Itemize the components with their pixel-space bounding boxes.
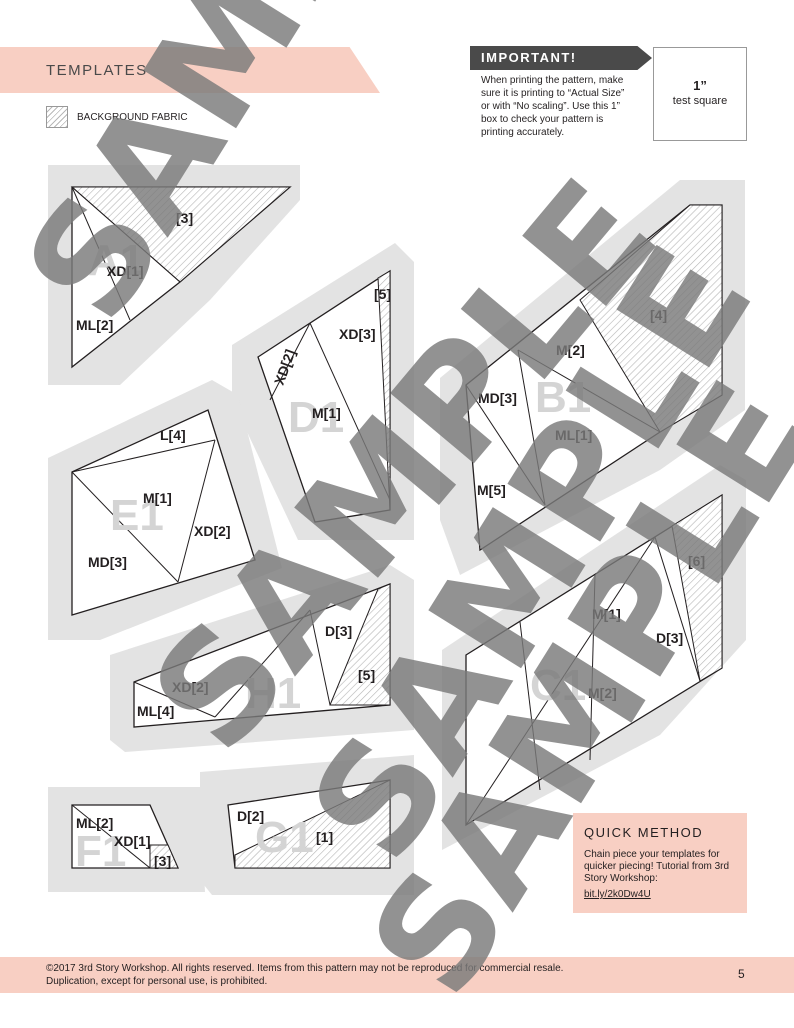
quick-method-title: QUICK METHOD — [584, 825, 704, 840]
template-b1-piece: MD[3] — [478, 390, 517, 406]
template-b1-label: B1 — [535, 373, 591, 422]
template-e1-piece: L[4] — [160, 427, 186, 443]
footer-copyright: ©2017 3rd Story Workshop. All rights res… — [46, 963, 564, 987]
template-a1: A1 [3] XD[1] ML[2] — [48, 165, 300, 385]
template-a1-seam — [71, 186, 181, 283]
template-b1-background-piece — [579, 204, 723, 433]
template-d1-piece: [5] — [374, 286, 391, 302]
template-c1-piece: M[1] — [592, 606, 621, 622]
template-g1-background-piece — [234, 779, 391, 869]
template-f1: F1 ML[2] XD[1] [3] — [48, 787, 205, 892]
template-e1-piece: MD[3] — [88, 554, 127, 570]
template-c1: C1 [6] M[1] D[3] M[2] — [442, 465, 746, 850]
template-e1-piece: M[1] — [143, 490, 172, 506]
template-g1-piece: D[2] — [237, 808, 264, 824]
template-a1-seam — [71, 186, 131, 321]
important-text: When printing the pattern, make sure it … — [481, 75, 625, 138]
template-h1-piece: D[3] — [325, 623, 352, 639]
template-d1-seam — [269, 322, 311, 401]
template-c1-seam — [589, 574, 596, 761]
background-fabric-swatch — [46, 106, 68, 128]
template-h1-seam — [309, 609, 331, 706]
template-a1-piece: XD[1] — [107, 263, 144, 279]
template-h1: H1 D[3] [5] XD[2] ML[4] — [110, 565, 414, 752]
page-title: TEMPLATES — [46, 62, 148, 79]
template-a1-piece: [3] — [176, 210, 193, 226]
test-square-label: test square — [672, 95, 728, 107]
template-e1-seam — [71, 471, 179, 583]
template-a1-piece: ML[2] — [76, 317, 113, 333]
template-e1-piece: XD[2] — [194, 523, 231, 539]
template-d1-piece: XD[3] — [339, 326, 376, 342]
template-f1-label: F1 — [75, 827, 126, 876]
template-c1-seam — [465, 536, 656, 826]
quick-method-text: Chain piece your templates for quicker p… — [584, 849, 730, 884]
tutorial-link[interactable]: bit.ly/2k0Dw4U — [584, 889, 651, 900]
template-c1-piece: [6] — [688, 553, 705, 569]
template-b1-seam — [517, 349, 661, 433]
template-b1-seam — [517, 349, 546, 506]
template-d1: D1 [5] XD[3] XD[2] M[1] — [232, 243, 414, 540]
template-h1-seam — [214, 609, 311, 718]
template-f1-piece: XD[1] — [114, 833, 151, 849]
template-f1-seam — [71, 804, 151, 869]
template-b1-piece: M[5] — [477, 482, 506, 498]
template-c1-piece: D[3] — [656, 630, 683, 646]
template-c1-seam — [519, 621, 541, 791]
template-g1: G1 D[2] [1] — [200, 755, 414, 895]
header-band — [0, 47, 380, 93]
template-g1-label: G1 — [255, 813, 314, 862]
template-d1-label: D1 — [288, 393, 344, 442]
template-h1-piece: [5] — [358, 667, 375, 683]
legend-label: BACKGROUND FABRIC — [77, 112, 188, 123]
template-b1-piece: [4] — [650, 307, 667, 323]
template-b1-seam — [465, 384, 546, 506]
template-d1-seam — [309, 322, 391, 501]
page-number: 5 — [738, 967, 745, 981]
template-b1: B1 [4] M[2] MD[3] ML[1] M[5] — [440, 180, 745, 575]
template-b1-piece: M[2] — [556, 342, 585, 358]
quick-method-box — [573, 813, 747, 913]
template-h1-background-piece — [329, 583, 391, 706]
test-square: 1” test square — [653, 47, 747, 141]
template-h1-seam — [133, 681, 216, 718]
template-g1-piece: [1] — [316, 829, 333, 845]
template-f1-piece: [3] — [154, 853, 171, 869]
template-a1-label: A1 — [88, 236, 144, 285]
template-h1-piece: XD[2] — [172, 679, 209, 695]
template-c1-piece: M[2] — [588, 685, 617, 701]
template-b1-piece: ML[1] — [555, 427, 592, 443]
template-f1-background-piece — [149, 844, 179, 869]
template-e1-label: E1 — [110, 491, 164, 540]
template-d1-background-piece — [377, 270, 391, 511]
template-h1-label: H1 — [245, 669, 301, 718]
template-c1-seam — [654, 536, 701, 682]
template-c1-label: C1 — [530, 661, 586, 710]
template-h1-piece: ML[4] — [137, 703, 174, 719]
template-f1-piece: ML[2] — [76, 815, 113, 831]
template-d1-piece: M[1] — [312, 405, 341, 421]
template-e1-seam — [71, 439, 216, 473]
template-c1-background-piece — [671, 494, 723, 682]
important-band — [470, 46, 652, 70]
test-square-mark: 1” — [693, 78, 707, 93]
template-e1-seam — [177, 439, 216, 583]
footer-band — [0, 957, 794, 993]
important-title: IMPORTANT! — [481, 50, 577, 65]
template-e1: E1 L[4] M[1] XD[2] MD[3] — [48, 380, 282, 640]
